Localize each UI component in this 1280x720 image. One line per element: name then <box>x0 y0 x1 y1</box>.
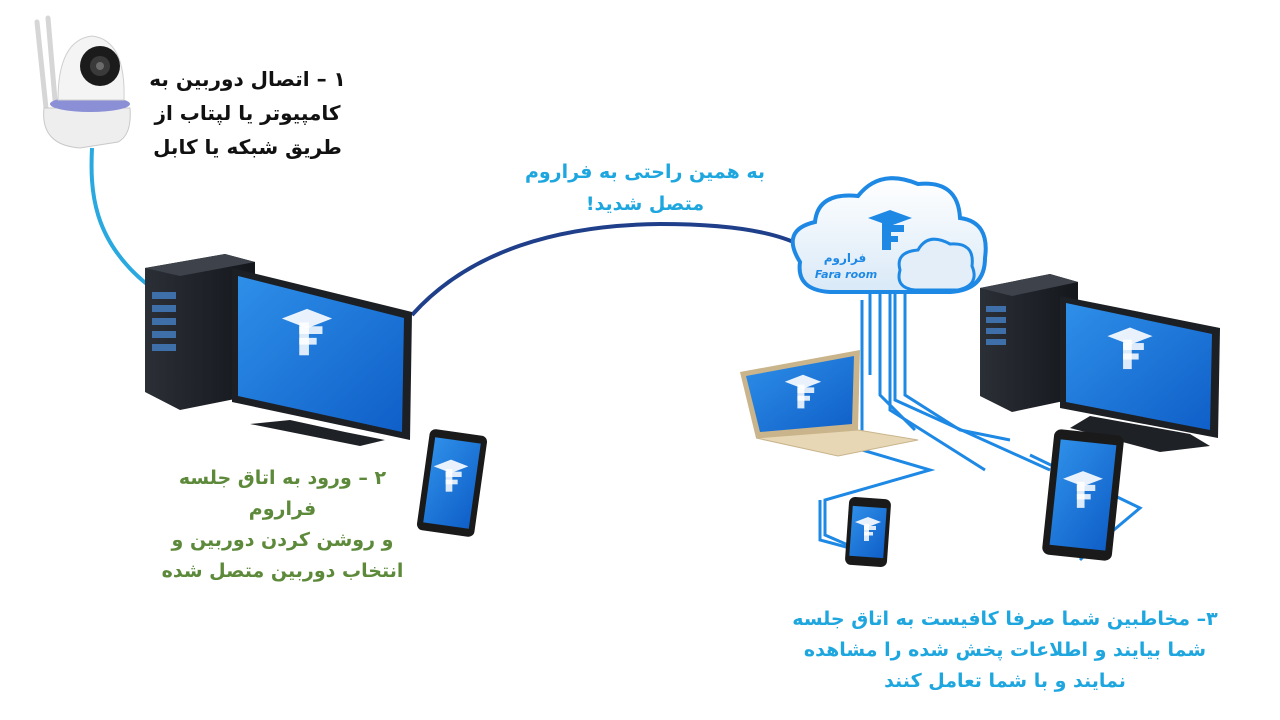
step1-line: طریق شبکه یا کابل <box>153 135 342 159</box>
connected-line: متصل شدید! <box>585 193 705 215</box>
step1-caption: ۱ – اتصال دوربین به کامپیوتر یا لپتاب از… <box>140 62 355 164</box>
step2-line: انتخاب دوربین متصل شده <box>161 560 404 582</box>
step2-line: ۲ – ورود به اتاق جلسه <box>178 467 387 489</box>
phone-icon <box>845 497 891 567</box>
cloud-icon: فراروم Fara room <box>790 176 988 294</box>
step2-line: و روشن کردن دوربین و <box>171 529 394 551</box>
step3-line: نمایند و با شما تعامل کنند <box>884 670 1126 692</box>
step1-line: ۱ – اتصال دوربین به <box>149 67 346 91</box>
internet-link <box>410 221 801 317</box>
cloud-brand-fa: فراروم <box>824 251 867 266</box>
step2-caption: ۲ – ورود به اتاق جلسه فراروم و روشن کردن… <box>140 463 425 587</box>
step3-line: ۳– مخاطبین شما صرفا کافیست به اتاق جلسه <box>792 608 1218 630</box>
step2-line: فراروم <box>248 498 317 520</box>
fararoom-logo-icon <box>868 210 912 250</box>
desktop-computer-icon <box>980 274 1220 452</box>
tablet-icon <box>1042 429 1124 561</box>
step1-line: کامپیوتر یا لپتاب از <box>154 101 341 125</box>
connected-caption: به همین راحتی به فراروم متصل شدید! <box>505 156 785 220</box>
laptop-icon <box>740 350 919 457</box>
security-camera-icon <box>34 15 131 149</box>
camera-cable <box>89 147 150 287</box>
step3-caption: ۳– مخاطبین شما صرفا کافیست به اتاق جلسه … <box>765 604 1245 697</box>
step3-line: شما بیایند و اطلاعات پخش شده را مشاهده <box>803 639 1207 661</box>
tablet-icon <box>416 429 488 537</box>
desktop-computer-icon <box>145 254 412 446</box>
cloud-brand-en: Fara room <box>815 268 877 281</box>
connected-line: به همین راحتی به فراروم <box>524 161 766 183</box>
